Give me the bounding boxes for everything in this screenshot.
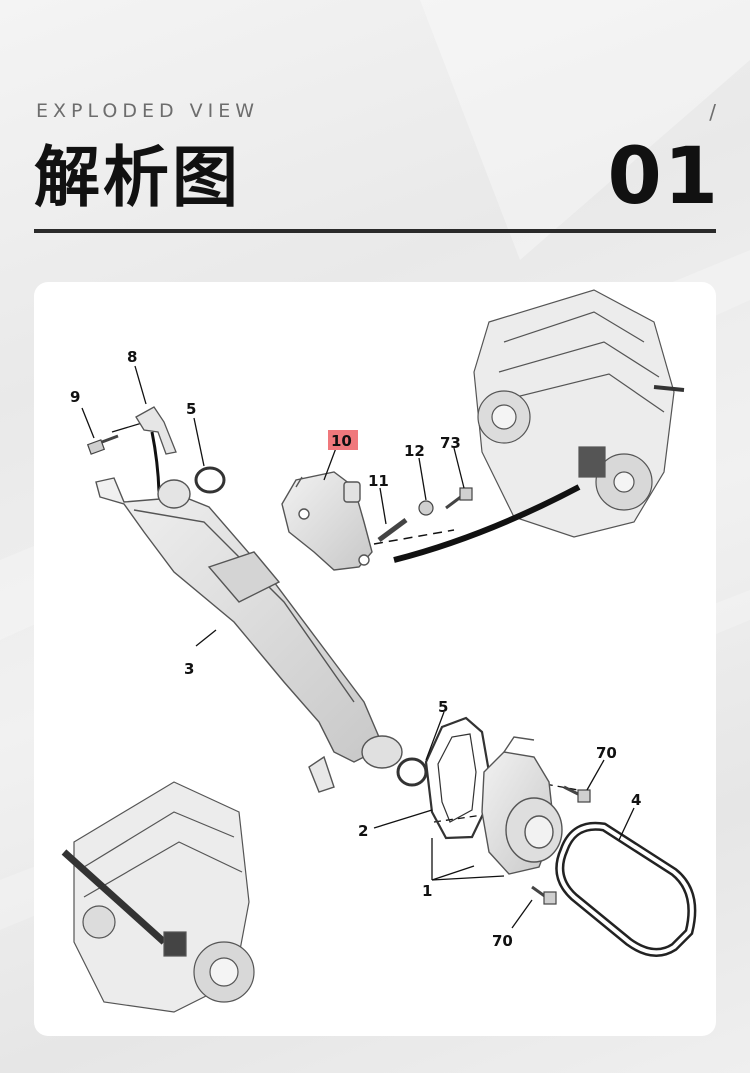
part-2-gasket xyxy=(424,716,491,840)
label-70-upper: 70 xyxy=(596,744,617,762)
label-12: 12 xyxy=(404,442,425,460)
part-9-bolt xyxy=(86,434,119,455)
part-70-bolt-upper xyxy=(563,785,591,803)
part-5-o-ring-top xyxy=(194,466,226,494)
label-9: 9 xyxy=(70,388,80,406)
part-5-o-ring-bottom xyxy=(396,757,428,787)
page-title: 解析图 xyxy=(34,139,241,216)
label-1: 1 xyxy=(422,882,432,900)
part-12-nut xyxy=(418,500,434,516)
part-11-stud xyxy=(377,517,408,543)
label-4: 4 xyxy=(631,791,641,809)
part-4-drive-belt xyxy=(555,821,697,957)
section-eyebrow: EXPLODED VIEW xyxy=(36,100,260,122)
engine-bottom-left xyxy=(61,781,255,1013)
part-73-bolt xyxy=(445,487,473,510)
header-divider xyxy=(34,229,716,233)
highlight-part-10 xyxy=(328,430,358,450)
label-5-bottom: 5 xyxy=(438,698,448,716)
diagram-card: 8 9 5 10 12 73 11 3 5 70 2 4 1 70 xyxy=(34,282,716,1036)
label-11: 11 xyxy=(368,472,389,490)
part-labels: 8 9 5 10 12 73 11 3 5 70 2 4 1 70 xyxy=(70,348,641,950)
label-10: 10 xyxy=(331,432,352,450)
part-70-bolt-lower xyxy=(531,885,557,905)
leader-lines xyxy=(81,365,635,929)
label-3: 3 xyxy=(184,660,194,678)
label-8: 8 xyxy=(127,348,137,366)
part-10-thermostat-housing xyxy=(281,471,373,571)
label-5-top: 5 xyxy=(186,400,196,418)
page-number: 01 xyxy=(607,132,720,222)
part-1-water-pump xyxy=(481,736,563,875)
label-2: 2 xyxy=(358,822,368,840)
part-3-coolant-pipe xyxy=(95,477,403,793)
part-8-bracket xyxy=(135,406,177,455)
exploded-view-diagram: 8 9 5 10 12 73 11 3 5 70 2 4 1 70 xyxy=(61,289,697,1013)
engine-top-right xyxy=(473,289,685,538)
label-70-lower: 70 xyxy=(492,932,513,950)
section-slash: / xyxy=(709,100,716,124)
label-73: 73 xyxy=(440,434,461,452)
